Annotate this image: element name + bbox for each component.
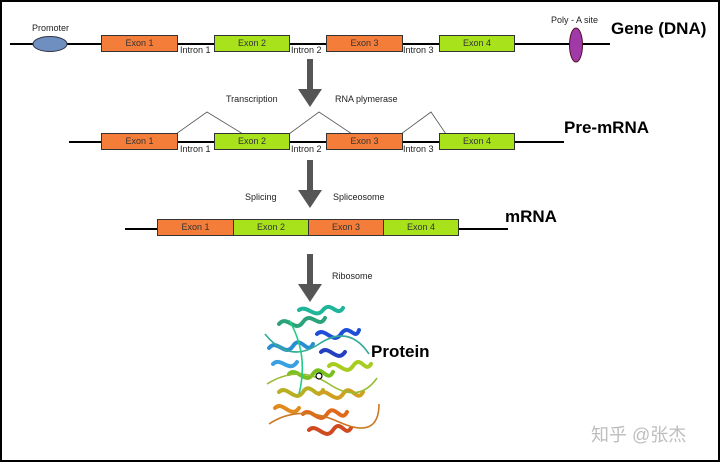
dna-exon-3: Exon 3 [326, 35, 403, 52]
arrow-down-icon [298, 254, 322, 302]
premrna-intron-2-label: Intron 2 [291, 144, 322, 154]
premrna-intron-1-label: Intron 1 [180, 144, 211, 154]
rna-polymerase-label: RNA plymerase [335, 94, 398, 104]
protein-structure-image [264, 304, 380, 436]
premrna-exon-2: Exon 2 [214, 133, 290, 150]
promoter-label: Promoter [32, 23, 70, 33]
polya-marker [569, 27, 583, 63]
dna-exon-2: Exon 2 [214, 35, 290, 52]
arrow-down-icon [298, 160, 322, 208]
mrna-exon-2: Exon 2 [233, 219, 309, 236]
premrna-intron-loops [175, 111, 447, 135]
watermark-text: 知乎 @张杰 [591, 425, 687, 445]
premrna-exon-3: Exon 3 [326, 133, 403, 150]
protein-title: Protein [371, 342, 430, 361]
ribosome-label: Ribosome [332, 271, 373, 281]
polya-label: Poly - A site [551, 15, 599, 25]
premrna-strand [69, 141, 564, 143]
transcription-label: Transcription [226, 94, 278, 104]
mrna-title: mRNA [505, 207, 557, 226]
dna-intron-3-label: Intron 3 [403, 45, 434, 55]
dna-strand [10, 43, 610, 45]
mrna-exon-1: Exon 1 [157, 219, 234, 236]
premrna-exon-1: Exon 1 [101, 133, 178, 150]
premrna-intron-3-label: Intron 3 [403, 144, 434, 154]
mrna-exon-3: Exon 3 [308, 219, 384, 236]
mrna-exon-4: Exon 4 [383, 219, 459, 236]
dna-exon-4: Exon 4 [439, 35, 515, 52]
spliceosome-label: Spliceosome [333, 192, 385, 202]
dna-intron-2-label: Intron 2 [291, 45, 322, 55]
dna-exon-1: Exon 1 [101, 35, 178, 52]
dna-intron-1-label: Intron 1 [180, 45, 211, 55]
promoter-marker [32, 36, 68, 52]
splicing-label: Splicing [245, 192, 277, 202]
premrna-exon-4: Exon 4 [439, 133, 515, 150]
premrna-title: Pre-mRNA [564, 118, 650, 137]
arrow-down-icon [298, 59, 322, 107]
gene-dna-title: Gene (DNA) [611, 19, 707, 38]
